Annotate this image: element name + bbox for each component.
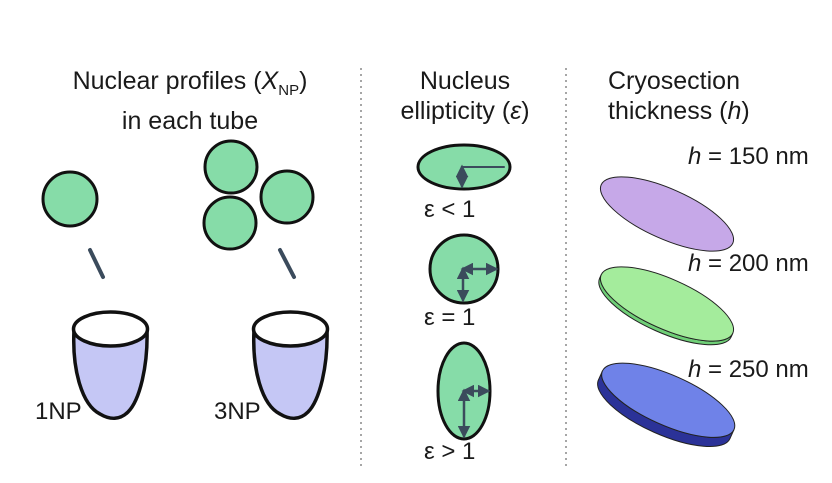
thickness-title: Cryosection thickness (h): [608, 66, 750, 126]
tube-label-1: 1NP: [35, 398, 82, 425]
tubes-title-line2: in each tube: [121, 107, 259, 135]
tubes-title: Nuclear profiles (XNP) in each tube: [40, 66, 340, 136]
ellipse-eps-eq-1: [428, 233, 500, 305]
section-200: [598, 266, 735, 346]
ellipse-eps-gt-1: [436, 341, 492, 441]
thickness-title-line1: Cryosection: [608, 67, 740, 95]
ellipticity-title-line1: Nucleus: [419, 67, 511, 95]
section-150: [599, 176, 735, 252]
tubes-title-var-sub: NP: [278, 82, 300, 99]
tubes-title-var: X: [261, 67, 279, 95]
nucleus-triple-2: [259, 169, 315, 225]
thickness-title-line2: thickness (h): [608, 97, 750, 125]
ellipticity-case-lt-1: ε < 1: [424, 196, 476, 223]
ellipticity-case-eq-1: ε = 1: [424, 304, 476, 331]
drop-arrow-1: [88, 248, 105, 279]
ellipticity-title-var: ε: [510, 97, 522, 125]
thickness-label-250: h = 250 nm: [688, 356, 809, 383]
ellipticity-title: Nucleus ellipticity (ε): [370, 66, 560, 126]
thickness-label-200: h = 200 nm: [688, 250, 809, 277]
thickness-title-var: h: [727, 97, 742, 125]
nucleus-triple-1: [203, 139, 259, 195]
ellipse-eps-lt-1: [416, 143, 512, 191]
tubes-title-line1: Nuclear profiles (XNP): [72, 67, 308, 99]
tube-1: [71, 310, 150, 420]
nucleus-single: [41, 170, 99, 228]
section-250: [597, 362, 736, 448]
nucleus-triple-3: [202, 195, 258, 251]
drop-arrow-2: [278, 248, 296, 279]
tube-2: [251, 310, 330, 420]
tube-label-2: 3NP: [214, 398, 261, 425]
thickness-label-150: h = 150 nm: [688, 143, 809, 170]
ellipticity-title-line2: ellipticity (ε): [400, 97, 530, 125]
ellipticity-case-gt-1: ε > 1: [424, 438, 476, 465]
